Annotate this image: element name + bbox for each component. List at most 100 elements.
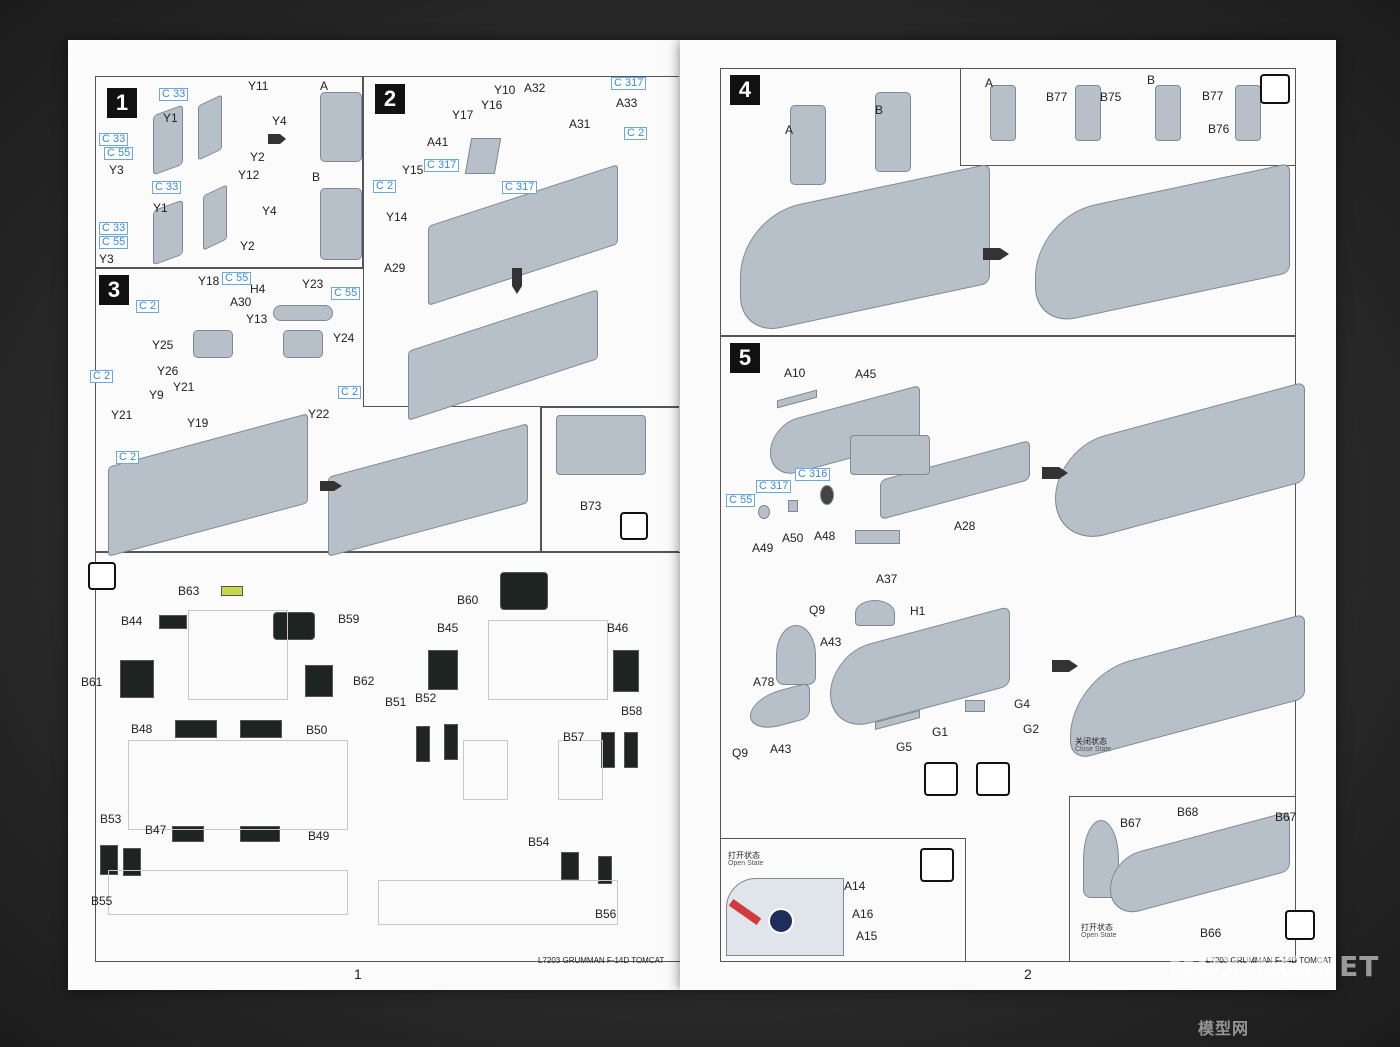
- decal-b63: [221, 586, 243, 596]
- label-b56: B56: [595, 907, 617, 921]
- label-b59: B59: [338, 612, 360, 626]
- label-b50: B50: [306, 723, 328, 737]
- label-y25: Y25: [152, 338, 174, 352]
- label-b54: B54: [528, 835, 550, 849]
- part-a48: [820, 485, 834, 505]
- label-y19: Y19: [187, 416, 209, 430]
- decal-b56: [598, 856, 612, 884]
- cockpit-outline-front-b: [488, 620, 608, 700]
- label-y14: Y14: [386, 210, 408, 224]
- label-a32: A32: [524, 81, 546, 95]
- paint-brush-icon-open-left: [920, 848, 954, 882]
- label-y26: Y26: [157, 364, 179, 378]
- either-direction-icon: [976, 762, 1010, 796]
- part-g4: [965, 700, 985, 712]
- label-a10: A10: [784, 366, 806, 380]
- decal-b52: [444, 724, 458, 760]
- inset-seat-a1: [990, 85, 1016, 141]
- label-y2-b: Y2: [240, 239, 255, 253]
- color-code-c317-2: C 317: [424, 159, 460, 172]
- label-h4: H4: [250, 282, 266, 296]
- step2-arrow-down: [512, 268, 522, 294]
- seat-b-step4: [875, 92, 911, 172]
- color-code-c317: C 317: [756, 480, 792, 493]
- seat-a-assembled: [320, 92, 362, 162]
- label-a45: A45: [855, 367, 877, 381]
- label-a31: A31: [569, 117, 591, 131]
- step1-number: 1: [107, 88, 137, 118]
- label-g2: G2: [1023, 722, 1040, 736]
- decal-panel: [95, 552, 680, 962]
- step5-arrow-a: [1042, 467, 1068, 479]
- decal-b51: [416, 726, 430, 762]
- color-code-c317-3: C 317: [502, 181, 538, 194]
- color-code-c33-1: C 33: [159, 88, 189, 101]
- step3-detail-panel: [541, 407, 679, 552]
- label-a16: A16: [852, 907, 874, 921]
- label-b51: B51: [385, 695, 407, 709]
- label-b55: B55: [91, 894, 113, 908]
- decal-b46: [613, 650, 639, 692]
- decal-b61: [120, 660, 154, 698]
- color-code-c316: C 316: [795, 468, 831, 481]
- cockpit-outline-front-a: [188, 610, 288, 700]
- decal-b47: [172, 826, 204, 842]
- left-footer: L7203 GRUMMAN F-14D TOMCAT: [538, 956, 665, 965]
- canopy-h1: [855, 600, 895, 626]
- label-b77-a: B77: [1046, 90, 1068, 104]
- decal-b59: [273, 612, 315, 640]
- decal-b53: [100, 845, 118, 875]
- label-y3-a: Y3: [109, 163, 124, 177]
- open-state-left-panel: [720, 838, 966, 962]
- decal-b54: [561, 852, 579, 880]
- seat-a-step4: [790, 105, 826, 185]
- color-code-c2-5: C 2: [338, 386, 362, 399]
- color-code-c33-4: C 33: [99, 222, 129, 235]
- instrument-panel-y24: [283, 330, 323, 358]
- label-g4: G4: [1014, 697, 1031, 711]
- label-y13: Y13: [246, 312, 268, 326]
- label-h1: H1: [910, 604, 926, 618]
- label-b46: B46: [607, 621, 629, 635]
- part-a37: [855, 530, 900, 544]
- label-b67-a: B67: [1120, 816, 1142, 830]
- label-y12: Y12: [238, 168, 260, 182]
- label-b47: B47: [145, 823, 167, 837]
- open-state-title-left-en: Open State: [728, 860, 764, 867]
- label-b67-b: B67: [1275, 810, 1297, 824]
- label-a78: A78: [753, 675, 775, 689]
- seat-part-a-side: [198, 94, 222, 161]
- label-a15: A15: [856, 929, 878, 943]
- label-b52: B52: [415, 691, 437, 705]
- right-instruction-page: 4 5 A B A B B77 B75 B77 B76: [680, 40, 1336, 990]
- left-instruction-page: 1 2 3 Y11 Y1 Y4 Y2 Y3 Y12 Y1 Y4 Y2 Y3 A …: [68, 40, 680, 990]
- decal-b62: [305, 665, 333, 697]
- step2-panel: [363, 76, 679, 407]
- cockpit-outline-side-a: [108, 870, 348, 915]
- color-code-c55-2: C 55: [99, 236, 129, 249]
- label-a28: A28: [954, 519, 976, 533]
- label-b66: B66: [1200, 926, 1222, 940]
- paint-brush-icon-step4: [1260, 74, 1290, 104]
- label-seat-b: B: [312, 170, 321, 184]
- color-code-c55-4: C 55: [331, 287, 361, 300]
- cockpit-outline-top: [128, 740, 348, 830]
- label-b48: B48: [131, 722, 153, 736]
- inset-seat-b1: [1155, 85, 1181, 141]
- part-a49: [758, 505, 770, 519]
- step2-number: 2: [375, 84, 405, 114]
- label-b75: B75: [1100, 90, 1122, 104]
- label-b49: B49: [308, 829, 330, 843]
- label-g5: G5: [896, 740, 913, 754]
- label-y23: Y23: [302, 277, 324, 291]
- step3-detail-view: [556, 415, 646, 475]
- label-y11: Y11: [248, 79, 269, 93]
- decal-b55: [123, 848, 141, 876]
- label-b53: B53: [100, 812, 122, 826]
- label-inset-b: B: [1147, 73, 1156, 87]
- label-inset-a: A: [985, 76, 994, 90]
- decal-b48: [175, 720, 217, 738]
- decal-b60: [500, 572, 548, 610]
- color-code-c55-1: C 55: [104, 147, 134, 160]
